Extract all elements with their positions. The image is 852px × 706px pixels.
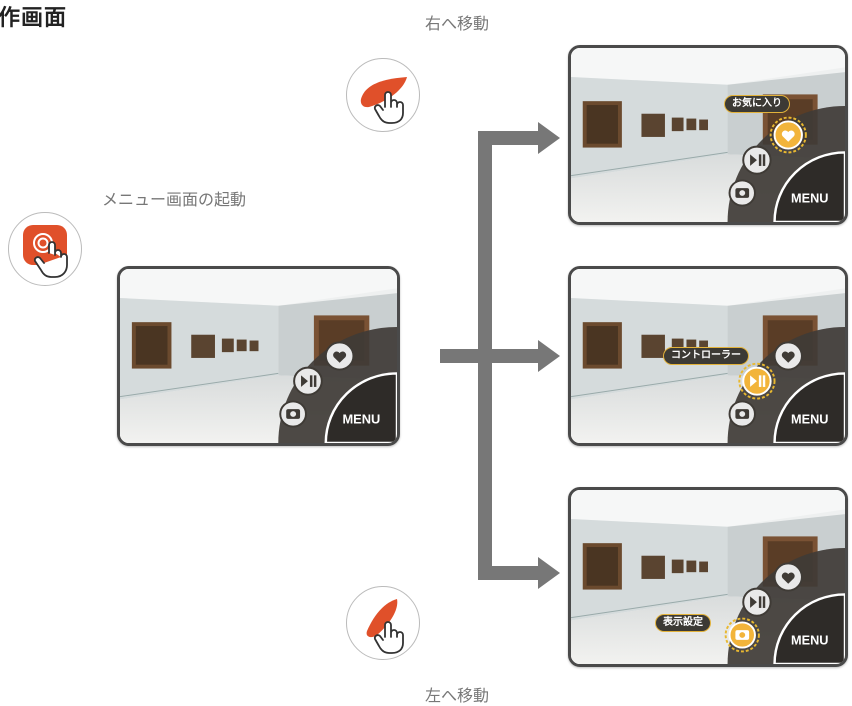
swipe-right-label: 右へ移動 bbox=[425, 14, 490, 33]
menu-screen-favorite: MENU お気に入り bbox=[568, 45, 848, 225]
favorite-tag: お気に入り bbox=[724, 95, 790, 113]
branch-trunk bbox=[478, 131, 492, 580]
menu-label: MENU bbox=[791, 413, 828, 427]
menu-screen-controller: MENU コントローラー bbox=[568, 266, 848, 446]
play-pause-button-active bbox=[742, 366, 772, 396]
play-pause-icon bbox=[750, 154, 757, 166]
heart-icon bbox=[333, 351, 347, 363]
play-pause-icon bbox=[301, 375, 308, 387]
menu-label: MENU bbox=[791, 192, 828, 206]
menu-screen-display: MENU 表示設定 bbox=[568, 487, 848, 667]
arrowhead-top bbox=[538, 122, 560, 154]
tap-gesture bbox=[8, 212, 82, 286]
menu-screen-main: MENU bbox=[117, 266, 400, 446]
menu-label: MENU bbox=[342, 412, 380, 427]
arrow-to-top bbox=[478, 131, 540, 145]
main-arrow-stem bbox=[440, 349, 486, 363]
swipe-right-gesture bbox=[346, 58, 420, 132]
swipe-hand-icon bbox=[366, 599, 404, 654]
arrow-to-bottom bbox=[478, 566, 540, 580]
arrow-to-middle bbox=[486, 349, 540, 363]
swipe-hand-icon bbox=[360, 77, 407, 124]
menu-label: MENU bbox=[791, 634, 828, 648]
arrowhead-middle bbox=[538, 340, 560, 372]
heart-icon bbox=[781, 351, 795, 363]
heart-icon bbox=[781, 130, 795, 142]
play-pause-button bbox=[293, 366, 323, 396]
controller-tag: コントローラー bbox=[663, 347, 749, 365]
heart-icon bbox=[781, 572, 795, 584]
launch-label: メニュー画面の起動 bbox=[102, 190, 247, 209]
swipe-left-gesture bbox=[346, 586, 420, 660]
play-pause-icon bbox=[750, 596, 757, 608]
play-pause-icon bbox=[750, 375, 757, 387]
page-title: 作画面 bbox=[0, 6, 68, 31]
tap-hand-icon bbox=[23, 225, 68, 278]
swipe-left-label: 左へ移動 bbox=[425, 686, 490, 705]
display-tag: 表示設定 bbox=[655, 614, 711, 632]
arrowhead-bottom bbox=[538, 557, 560, 589]
